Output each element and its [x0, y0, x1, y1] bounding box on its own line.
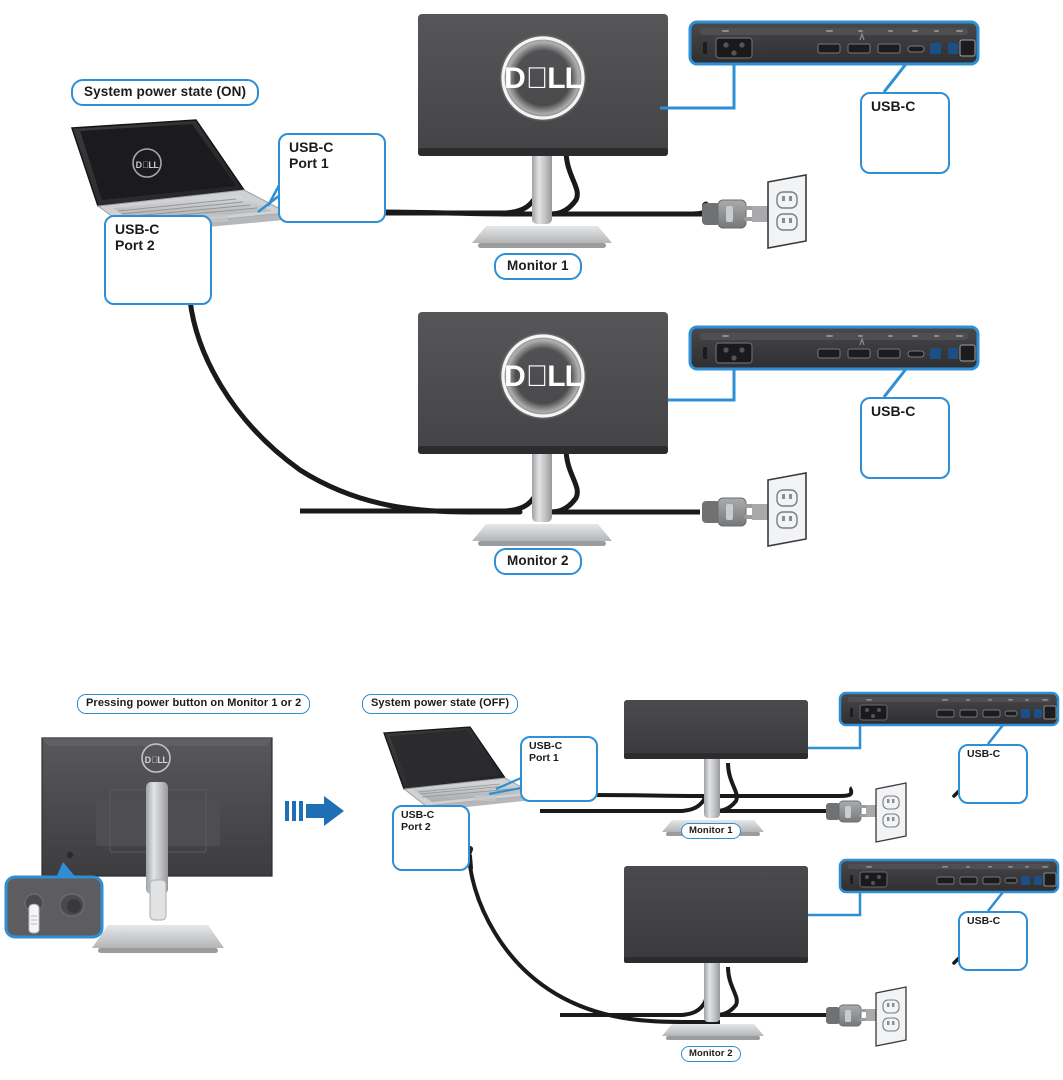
callout-usbc-port1-bottom: USB-C Port 1 — [520, 736, 598, 802]
callout-usbc-port1-bottom-text: USB-C Port 1 — [529, 740, 563, 764]
power-outlet-monitor2 — [702, 472, 807, 547]
port-panel-monitor1 — [660, 20, 980, 110]
laptop-off — [383, 726, 538, 811]
bottom-monitor-2-group — [560, 866, 846, 1040]
callout-usbc-monitor1: USB-C — [860, 92, 950, 174]
cable-bottom-port1 — [593, 786, 854, 798]
callout-usbc-monitor2: USB-C — [860, 397, 950, 479]
bottom-power-outlet-monitor2 — [826, 986, 907, 1047]
system-power-state-off-label: System power state (OFF) — [362, 694, 519, 714]
dell-logo-monitor2: D⃠LL — [499, 332, 587, 420]
port-panel-monitor2 — [668, 325, 980, 402]
rear-monitor-group: D⃠LL — [41, 737, 273, 953]
callout-usbc-port2-top-text: USB-C Port 2 — [115, 221, 160, 253]
system-power-state-on-label: System power state (ON) — [71, 79, 260, 106]
dell-logo-monitor1: D⃠LL — [499, 34, 587, 122]
callout-usbc-port1-top: USB-C Port 1 — [278, 133, 386, 223]
monitor-1-label-bottom: Monitor 1 — [681, 823, 741, 840]
callout-usbc-bottom-monitor2-text: USB-C — [967, 915, 1001, 927]
monitor-1-label-top: Monitor 1 — [494, 253, 582, 280]
monitor-1-group: D⃠LL — [300, 14, 700, 248]
power-outlet-monitor1 — [700, 174, 807, 249]
callout-usbc-bottom-monitor1-text: USB-C — [967, 748, 1001, 760]
bottom-port-panel-monitor2 — [808, 858, 1060, 917]
cable-bottom-port2 — [468, 865, 720, 1024]
callout-usbc-port1-top-text: USB-C Port 1 — [289, 139, 334, 171]
callout-usbc-bottom-monitor1: USB-C — [958, 744, 1028, 804]
callout-usbc-port2-top: USB-C Port 2 — [104, 215, 212, 305]
svg-text:D⃠LL: D⃠LL — [136, 160, 160, 170]
monitor-2-group: D⃠LL — [300, 312, 700, 546]
dell-logo-rear-monitor: D⃠LL — [141, 743, 171, 773]
monitor-2-label-top: Monitor 2 — [494, 548, 582, 575]
callout-usbc-port2-bottom: USB-C Port 2 — [392, 805, 470, 871]
power-button-zoom-panel — [4, 875, 104, 939]
dell-logo-laptop-on: D⃠LL — [132, 148, 162, 178]
bottom-port-panel-monitor1 — [808, 691, 1060, 750]
svg-text:D⃠LL: D⃠LL — [504, 62, 582, 95]
bottom-power-outlet-monitor1 — [826, 782, 907, 843]
svg-text:D⃠LL: D⃠LL — [504, 360, 582, 393]
motion-arrow-right — [285, 796, 344, 826]
callout-usbc-port2-bottom-text: USB-C Port 2 — [401, 809, 435, 833]
pressing-power-button-label: Pressing power button on Monitor 1 or 2 — [77, 694, 311, 714]
callout-usbc-monitor2-text: USB-C — [871, 403, 916, 419]
svg-text:D⃠LL: D⃠LL — [145, 755, 169, 765]
monitor-2-label-bottom: Monitor 2 — [681, 1046, 741, 1063]
callout-usbc-bottom-monitor2: USB-C — [958, 911, 1028, 971]
callout-usbc-monitor1-text: USB-C — [871, 98, 916, 114]
